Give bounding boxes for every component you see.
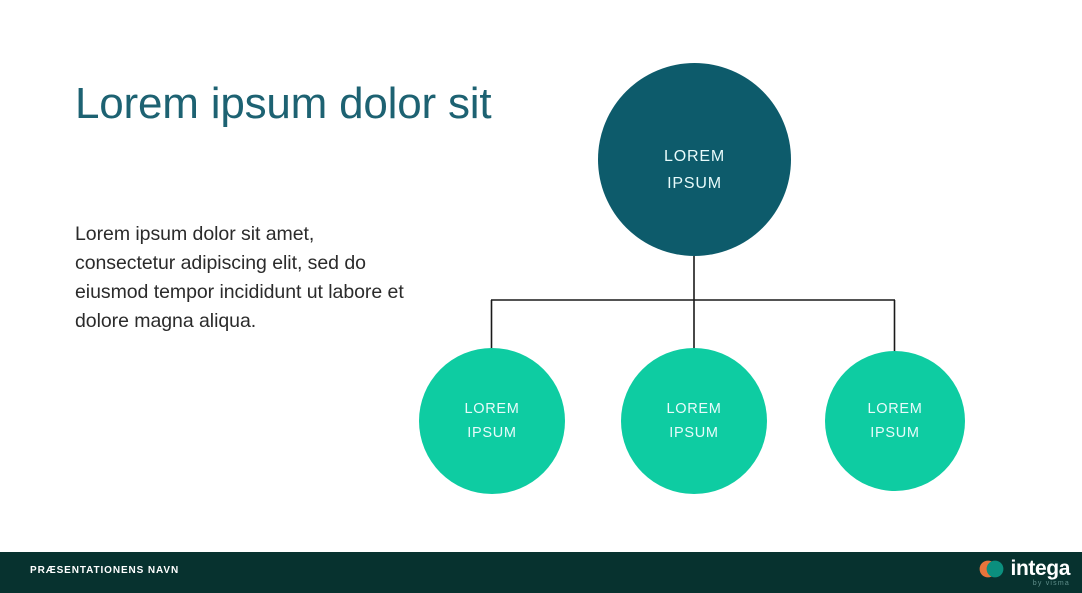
node-root-line1: LOREM: [664, 147, 725, 165]
page-title: Lorem ipsum dolor sit: [75, 79, 492, 128]
node-root-line2: IPSUM: [667, 174, 722, 192]
footer-presentation-name: PRÆSENTATIONENS NAVN: [30, 565, 180, 576]
node-child-2-line1: LOREM: [666, 400, 722, 417]
org-chart-diagram: LOREM IPSUM LOREM IPSUM LOREM IPSUM LORE…: [419, 63, 965, 494]
body-paragraph: Lorem ipsum dolor sit amet, consectetur …: [75, 223, 404, 333]
node-child-2[interactable]: LOREM IPSUM: [621, 348, 767, 494]
intega-logo-subtext: by visma: [1032, 580, 1070, 587]
node-child-1-line2: IPSUM: [467, 425, 517, 441]
node-child-1-line1: LOREM: [464, 400, 520, 417]
node-child-2-line2: IPSUM: [669, 425, 719, 441]
intega-logo-text: intega: [1010, 557, 1071, 580]
node-child-3-line1: LOREM: [867, 400, 923, 417]
node-root[interactable]: LOREM IPSUM: [598, 63, 791, 256]
node-child-1[interactable]: LOREM IPSUM: [419, 348, 565, 494]
node-child-3[interactable]: LOREM IPSUM: [825, 351, 965, 491]
node-child-3-line2: IPSUM: [870, 425, 920, 441]
footer-bar: PRÆSENTATIONENS NAVN intega by visma: [0, 552, 1082, 593]
intega-logo: intega: [978, 558, 1070, 579]
intega-logo-mark: [979, 560, 1003, 577]
